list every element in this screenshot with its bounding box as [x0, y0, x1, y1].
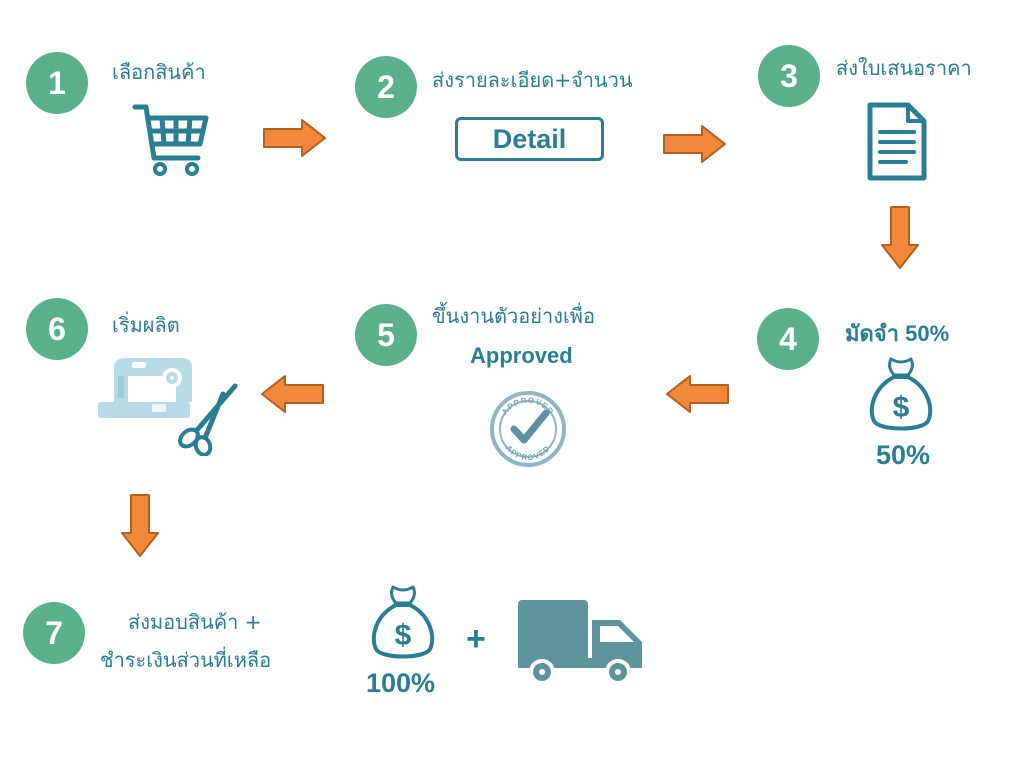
sewing-machine-icon — [96, 354, 196, 422]
step-3-number: 3 — [758, 45, 820, 107]
step-4-percent: 50% — [876, 440, 931, 470]
approved-stamp-icon: APPROVED APPROVED — [488, 389, 568, 469]
arrow-left-icon — [259, 374, 325, 414]
step-7-label-line2: ชำระเงินส่วนที่เหลือ — [100, 648, 272, 672]
arrow-left-icon — [664, 374, 730, 414]
step-7-label-line1: ส่งมอบสินค้า + — [128, 610, 262, 634]
step-6-label: เริ่มผลิต — [112, 313, 180, 337]
step-1-label: เลือกสินค้า — [112, 60, 206, 84]
delivery-truck-icon — [516, 598, 646, 688]
step-3-label: ส่งใบเสนอราคา — [836, 56, 972, 80]
step-2-label: ส่งรายละเอียด+จำนวน — [432, 68, 633, 92]
document-icon — [866, 102, 928, 182]
step-5-number: 5 — [355, 304, 417, 366]
scissors-icon — [175, 380, 241, 456]
arrow-right-icon — [262, 118, 328, 158]
step-2-number: 2 — [355, 56, 417, 118]
step-5-sub-label: Approved — [470, 343, 573, 368]
arrow-down-icon — [120, 493, 160, 559]
arrow-down-icon — [880, 205, 920, 271]
step-5-label: ขึ้นงานตัวอย่างเพื่อ — [432, 304, 595, 328]
shopping-cart-icon — [132, 100, 212, 180]
step-4-label: มัดจำ 50% — [845, 321, 950, 346]
step-7-percent: 100% — [366, 668, 436, 698]
detail-box: Detail — [455, 117, 604, 161]
step-7-number: 7 — [23, 602, 85, 664]
money-bag-icon: $ — [866, 355, 936, 435]
arrow-right-icon — [662, 124, 728, 164]
dollar-sign: $ — [395, 619, 412, 652]
dollar-sign: $ — [893, 391, 910, 424]
step-1-number: 1 — [26, 52, 88, 114]
step-4-number: 4 — [757, 308, 819, 370]
plus-sign: + — [466, 620, 486, 658]
step-6-number: 6 — [26, 298, 88, 360]
money-bag-icon: $ — [368, 583, 438, 663]
